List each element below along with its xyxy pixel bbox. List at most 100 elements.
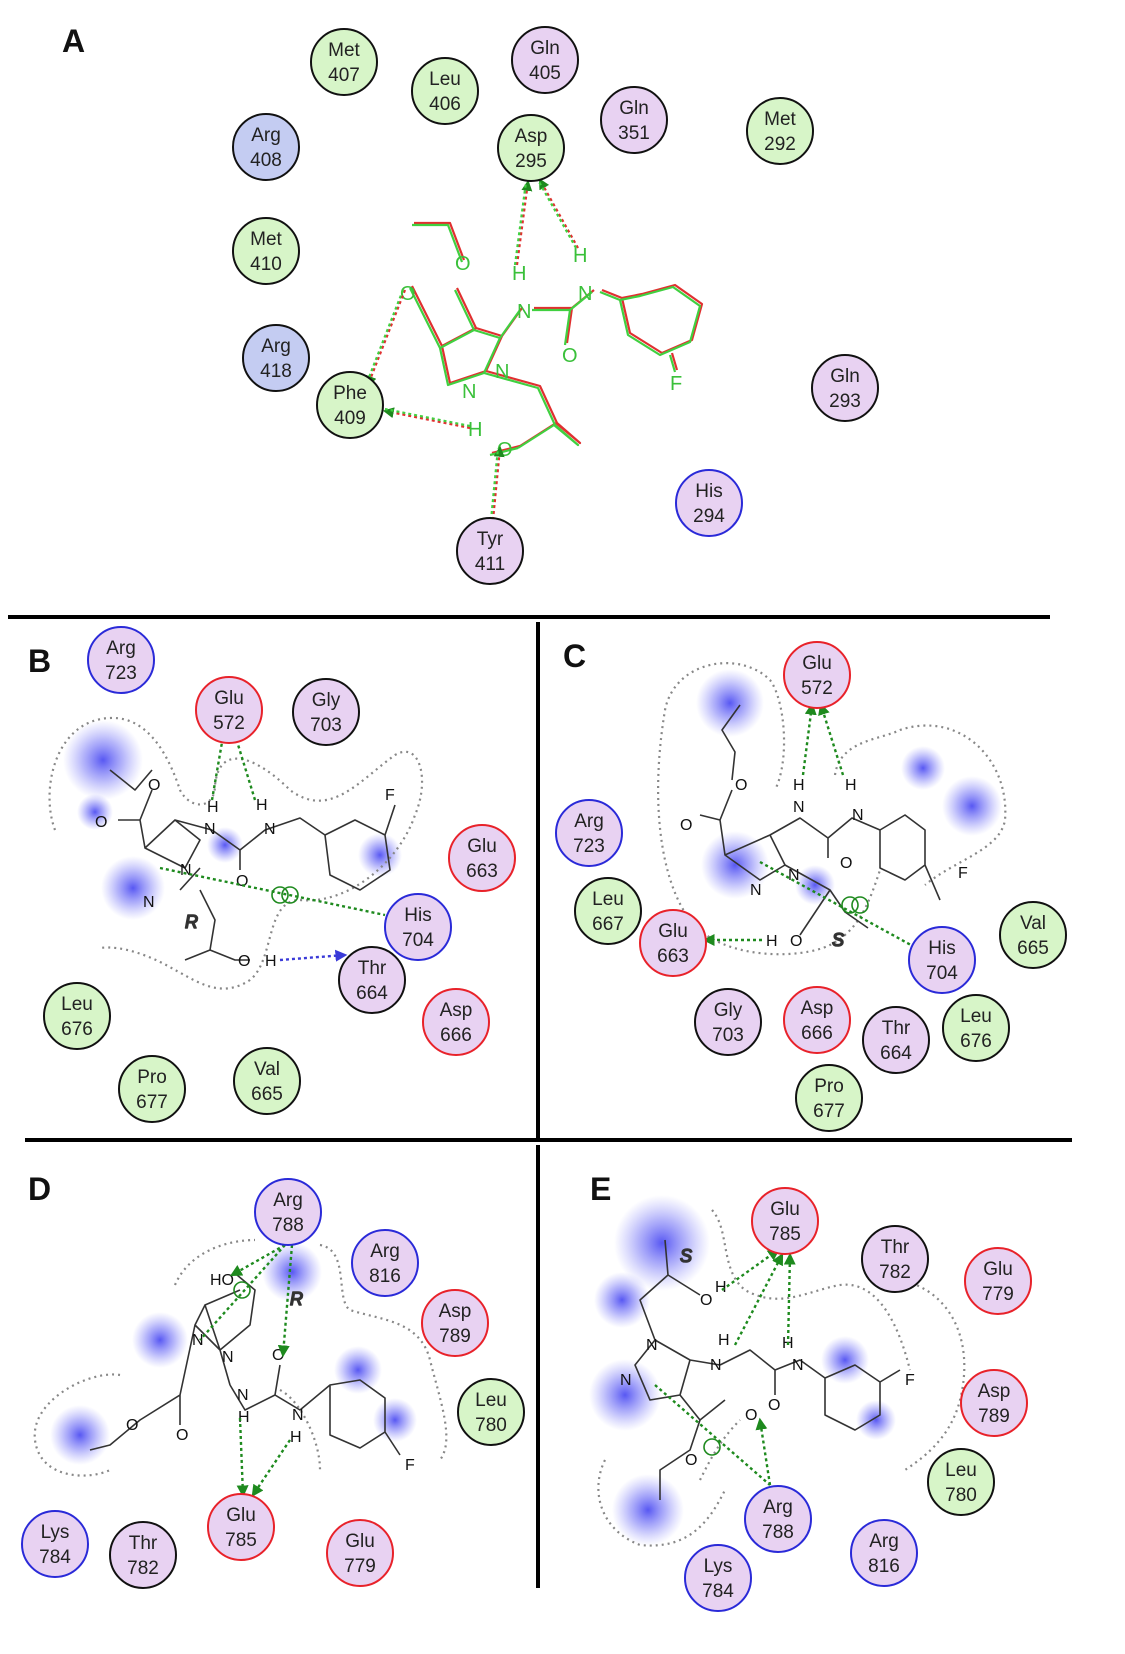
svg-text:Asp: Asp (439, 1301, 472, 1322)
pocket-contour-b (48, 716, 424, 990)
svg-text:782: 782 (879, 1262, 911, 1283)
svg-text:780: 780 (945, 1485, 977, 1506)
svg-text:Phe: Phe (333, 383, 367, 404)
panel-label-d: D (28, 1171, 51, 1207)
svg-text:294: 294 (693, 506, 725, 527)
atom-label: O (236, 873, 248, 890)
svg-text:Arg: Arg (370, 1241, 400, 1262)
svg-text:784: 784 (702, 1581, 734, 1602)
svg-text:Arg: Arg (869, 1531, 899, 1552)
atom-label: H (715, 1279, 727, 1296)
svg-text:572: 572 (213, 713, 245, 734)
atom-label: N (180, 862, 192, 879)
svg-text:Glu: Glu (467, 836, 497, 857)
svg-text:Glu: Glu (345, 1531, 375, 1552)
atom-label: H (793, 777, 805, 794)
svg-text:Pro: Pro (137, 1067, 167, 1088)
svg-text:703: 703 (310, 715, 342, 736)
svg-text:785: 785 (225, 1530, 257, 1551)
atom-label: H (265, 953, 277, 970)
svg-text:406: 406 (429, 94, 461, 115)
atom-label: N (750, 882, 762, 899)
svg-text:665: 665 (1017, 938, 1049, 959)
panel-b: B O O H N H N O N N F O H (28, 626, 516, 1123)
panel-dividers (8, 615, 1072, 1588)
svg-text:788: 788 (272, 1215, 304, 1236)
atom-label: H (468, 419, 482, 441)
svg-text:Arg: Arg (574, 811, 604, 832)
svg-text:408: 408 (250, 150, 282, 171)
atom-label: F (958, 865, 968, 882)
atom-label: F (905, 1372, 915, 1389)
atom-label: N (517, 301, 531, 323)
svg-text:667: 667 (592, 914, 624, 935)
svg-text:704: 704 (926, 963, 958, 984)
svg-text:293: 293 (829, 391, 861, 412)
svg-text:Gln: Gln (830, 366, 860, 387)
panel-label-e: E (590, 1171, 611, 1207)
atom-label: F (405, 1457, 415, 1474)
panel-d: D HO N N O O O N H N H F R (21, 1171, 525, 1589)
atom-label: H (512, 263, 526, 285)
atom-label: O (148, 777, 160, 794)
svg-text:Met: Met (328, 40, 360, 61)
interactions-e (654, 1248, 796, 1486)
ligand-a: O O H N H N O N N F H O (400, 221, 704, 461)
panel-a: A O O H N H N O N N F H O (62, 23, 879, 585)
svg-text:Glu: Glu (226, 1505, 256, 1526)
svg-text:666: 666 (801, 1023, 833, 1044)
atom-label: N (292, 1407, 304, 1424)
svg-text:Leu: Leu (945, 1460, 977, 1481)
svg-text:789: 789 (978, 1406, 1010, 1427)
hydrophobic-halos-c (696, 669, 1002, 905)
panel-c: C O O H N H N O N N F H O (555, 638, 1067, 1132)
svg-text:Thr: Thr (129, 1533, 158, 1554)
atom-label: N (792, 1357, 804, 1374)
svg-text:418: 418 (260, 361, 292, 382)
atom-label: O (700, 1292, 712, 1309)
svg-text:Tyr: Tyr (477, 529, 504, 550)
interactions-d (199, 1243, 294, 1498)
atom-label: N (143, 894, 155, 911)
svg-text:Arg: Arg (763, 1497, 793, 1518)
atom-label: F (670, 373, 682, 395)
svg-text:Glu: Glu (214, 688, 244, 709)
svg-text:His: His (695, 481, 722, 502)
atom-label: N (710, 1357, 722, 1374)
atom-label: N (788, 867, 800, 884)
atom-label: F (385, 787, 395, 804)
svg-text:Arg: Arg (106, 638, 136, 659)
svg-text:Leu: Leu (429, 69, 461, 90)
atom-label: H (766, 933, 778, 950)
panel-label-b: B (28, 643, 51, 679)
svg-text:789: 789 (439, 1326, 471, 1347)
atom-label: O (735, 777, 747, 794)
svg-text:676: 676 (960, 1031, 992, 1052)
svg-text:Lys: Lys (41, 1522, 70, 1543)
pocket-contour-e (597, 1209, 966, 1547)
atom-label: O (790, 933, 802, 950)
atom-label: H (845, 777, 857, 794)
svg-text:Asp: Asp (515, 126, 548, 147)
atom-label: N (495, 361, 509, 383)
svg-text:816: 816 (868, 1556, 900, 1577)
